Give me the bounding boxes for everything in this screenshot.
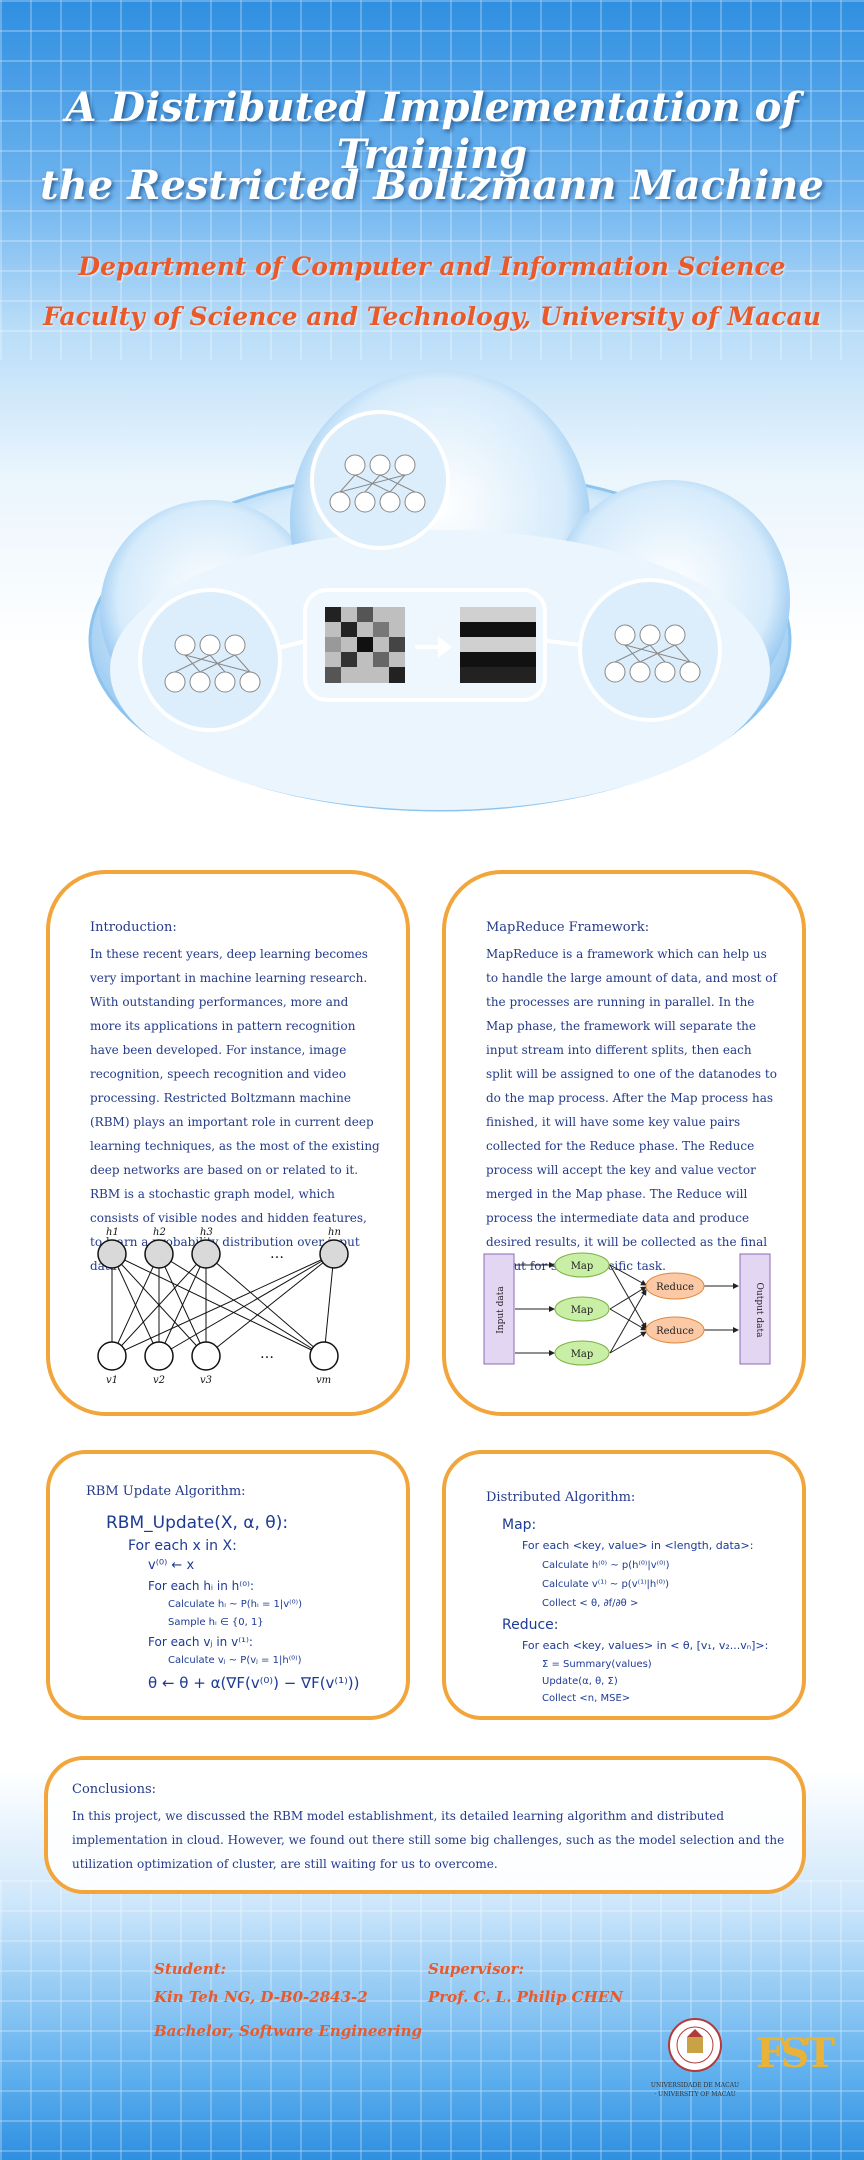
distributed-panel: Distributed Algorithm: Map: For each <ke… (442, 1450, 806, 1720)
visible-label-m: vm (316, 1375, 331, 1386)
rbm-update-panel: RBM Update Algorithm: RBM_Update(X, α, θ… (46, 1450, 410, 1720)
algo-line-visible-loop: For each vⱼ in v⁽¹⁾: (148, 1635, 253, 1649)
reduce-line-collect: Collect <n, MSE> (542, 1693, 631, 1704)
reduce-line-summary: Σ = Summary(values) (542, 1659, 652, 1670)
mapreduce-heading: MapReduce Framework: (486, 920, 650, 935)
output-data-box (739, 1253, 771, 1365)
visible-units (97, 1341, 339, 1371)
student-label: Student: (154, 1960, 227, 1978)
matrix-transform-box (303, 588, 547, 702)
reduce-line-loop: For each <key, values> in < θ, [v₁, v₂..… (522, 1639, 769, 1652)
poster-title-line1: A Distributed Implementation of Training (65, 84, 799, 178)
map-phase-label: Map: (502, 1517, 537, 1533)
hidden-label-2: h2 (153, 1227, 166, 1238)
map-line-collect: Collect < θ, ∂f/∂θ > (542, 1598, 639, 1609)
input-data-box (483, 1253, 515, 1365)
introduction-body: In these recent years, deep learning bec… (90, 947, 380, 1273)
algo-line-update: θ ← θ + α(∇F(v⁽⁰⁾) − ∇F(v⁽¹⁾)) (148, 1674, 360, 1692)
rbm-graph: … … h1 h2 h3 hn v1 v2 v3 vm (97, 1227, 349, 1386)
conclusions-heading: Conclusions: (72, 1782, 157, 1797)
hidden-label-3: h3 (200, 1227, 213, 1238)
rbm-update-algorithm: RBM_Update(X, α, θ): For each x in X: v⁽… (106, 1510, 406, 1696)
student-degree: Bachelor, Software Engineering (154, 2022, 422, 2040)
faculty-line: Faculty of Science and Technology, Unive… (43, 302, 821, 331)
input-data-label: Input data (496, 1286, 506, 1334)
hidden-ellipsis: … (270, 1246, 284, 1262)
map-label-1: Map (571, 1261, 594, 1272)
algo-line-init: v⁽⁰⁾ ← x (148, 1558, 195, 1573)
top-network-node (310, 410, 450, 550)
hidden-label-1: h1 (106, 1227, 119, 1238)
left-network-node (138, 588, 282, 732)
algo-line-calc-h: Calculate hᵢ ~ P(hᵢ = 1|v⁽⁰⁾) (168, 1599, 303, 1610)
algo-line-sample-h: Sample hᵢ ∈ {0, 1} (168, 1617, 264, 1628)
algo-line-loop: For each x in X: (128, 1538, 237, 1554)
distributed-heading: Distributed Algorithm: (486, 1490, 636, 1505)
mapreduce-body: MapReduce is a framework which can help … (486, 947, 777, 1273)
algo-line-signature: RBM_Update(X, α, θ): (106, 1513, 289, 1533)
header-grid-decoration (0, 0, 864, 360)
university-seal-icon (668, 2018, 722, 2072)
mapreduce-diagram: Input data Output data Map Map Map Reduc… (483, 1252, 771, 1366)
hidden-units (97, 1239, 349, 1269)
output-matrix (460, 607, 536, 683)
rbm-update-heading: RBM Update Algorithm: (86, 1484, 246, 1499)
right-network-node (578, 578, 722, 722)
reduce-label-1: Reduce (656, 1282, 694, 1293)
map-line-calc-v: Calculate v⁽¹⁾ ~ p(v⁽¹⁾|h⁽⁰⁾) (542, 1579, 670, 1590)
visible-label-2: v2 (153, 1375, 165, 1386)
map-line-calc-h: Calculate h⁽⁰⁾ ~ p(h⁽⁰⁾|v⁽⁰⁾) (542, 1560, 670, 1571)
footer-grid-decoration (0, 1880, 864, 2160)
visible-ellipsis: … (260, 1346, 274, 1362)
supervisor-label: Supervisor: (428, 1960, 524, 1978)
reduce-label-2: Reduce (656, 1326, 694, 1337)
map-node-3 (554, 1340, 610, 1366)
algo-line-hidden-loop: For each hᵢ in h⁽⁰⁾: (148, 1579, 254, 1593)
map-label-3: Map (571, 1349, 594, 1360)
conclusions-panel: Conclusions: In this project, we discuss… (44, 1756, 806, 1894)
hidden-label-n: hn (328, 1227, 341, 1238)
map-node-1 (554, 1252, 610, 1278)
visible-label-1: v1 (106, 1375, 118, 1386)
map-label-2: Map (571, 1305, 594, 1316)
visible-label-3: v3 (200, 1375, 212, 1386)
reduce-line-update: Update(α, θ, Σ) (542, 1676, 618, 1687)
algo-line-calc-v: Calculate vⱼ ~ P(vⱼ = 1|h⁽⁰⁾) (168, 1655, 302, 1666)
introduction-panel: Introduction: In these recent years, dee… (46, 870, 410, 1416)
reduce-node-2 (645, 1316, 705, 1344)
map-node-2 (554, 1296, 610, 1322)
student-name: Kin Teh NG, D-B0-2843-2 (154, 1988, 368, 2006)
introduction-heading: Introduction: (90, 920, 177, 935)
map-line-loop: For each <key, value> in <length, data>: (522, 1539, 754, 1552)
poster-title-line2: the Restricted Boltzmann Machine (40, 162, 824, 209)
supervisor-name: Prof. C. L. Philip CHEN (428, 1988, 623, 2006)
cloud-illustration (88, 370, 792, 812)
university-logo-text: UNIVERSIDADE DE MACAU · UNIVERSITY OF MA… (650, 2082, 740, 2098)
transform-arrow-icon (415, 636, 452, 658)
university-logo: UNIVERSIDADE DE MACAU · UNIVERSITY OF MA… (650, 2015, 740, 2115)
department-line: Department of Computer and Information S… (78, 252, 786, 281)
mapreduce-panel: MapReduce Framework: MapReduce is a fram… (442, 870, 806, 1416)
input-matrix (325, 607, 405, 683)
reduce-node-1 (645, 1272, 705, 1300)
reduce-phase-label: Reduce: (502, 1617, 559, 1633)
conclusions-body: In this project, we discussed the RBM mo… (72, 1809, 785, 1871)
fst-logo: FST (756, 2030, 835, 2077)
distributed-algorithm: Map: For each <key, value> in <length, d… (502, 1514, 802, 1707)
output-data-label: Output data (754, 1283, 764, 1339)
